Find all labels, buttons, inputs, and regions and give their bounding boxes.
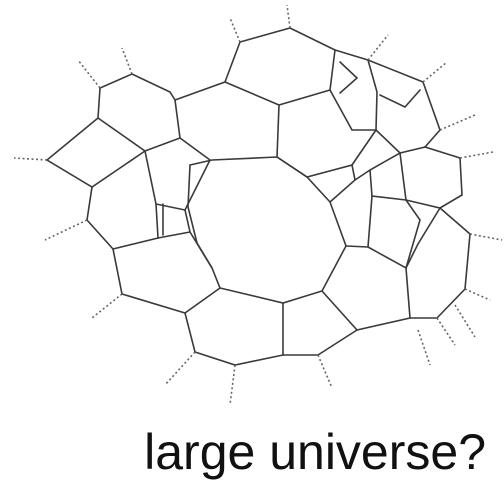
- cell-edge: [87, 187, 158, 249]
- dangling-edge: [230, 18, 240, 42]
- dangling-edge: [92, 294, 122, 318]
- cell-edge: [185, 303, 283, 365]
- cell-edge: [330, 50, 377, 130]
- cell-edge: [225, 28, 335, 105]
- cell-edge: [283, 330, 357, 355]
- cell-edge: [406, 208, 440, 268]
- dangling-edge: [440, 115, 475, 130]
- dangling-edge: [465, 289, 490, 300]
- dangling-edge: [437, 318, 455, 345]
- dangling-edge: [14, 158, 47, 160]
- dangling-edge: [122, 48, 132, 74]
- cell-edge: [190, 232, 212, 268]
- cell-edge: [355, 153, 406, 200]
- dangling-edge: [165, 352, 195, 385]
- central-cell: [188, 157, 346, 303]
- cell-edge: [340, 62, 357, 93]
- cell-edge: [145, 138, 210, 210]
- cell-edge: [98, 74, 180, 151]
- dangling-edge: [318, 355, 332, 388]
- dangling-edge: [78, 60, 100, 88]
- dangling-edge: [45, 220, 87, 240]
- cell-edge: [346, 246, 368, 247]
- cell-edge: [322, 268, 410, 330]
- dangling-edge: [230, 365, 235, 405]
- cell-edge: [47, 118, 145, 187]
- caption-text: large universe?: [0, 422, 486, 482]
- dangling-edge: [368, 35, 388, 60]
- cell-edge: [277, 130, 376, 177]
- cell-edge: [113, 249, 220, 313]
- dangling-edge: [423, 62, 447, 82]
- dangling-edge: [460, 152, 493, 158]
- network-edges: [47, 28, 470, 365]
- cell-edge: [370, 147, 462, 208]
- cell-edge: [380, 90, 420, 107]
- cell-network-diagram: [0, 0, 504, 420]
- dangling-edge: [470, 234, 502, 240]
- dangling-edge: [455, 305, 475, 337]
- dangling-edge: [287, 5, 290, 28]
- dangling-edge: [418, 330, 430, 365]
